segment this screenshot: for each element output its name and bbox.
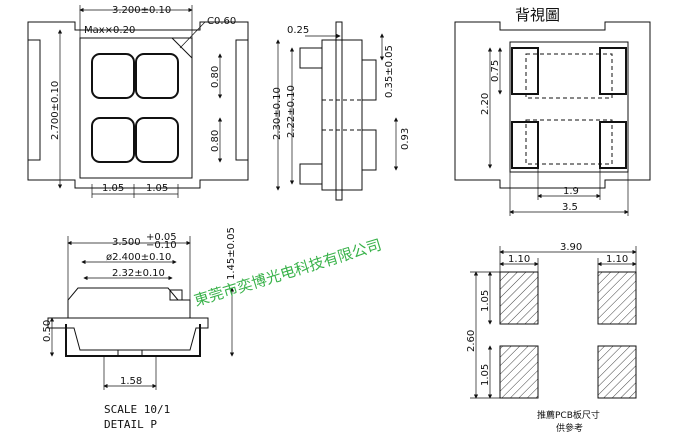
profile-lens-notch xyxy=(169,289,183,301)
side-view-right-upper xyxy=(361,59,377,101)
top-view-pad-height-lower-label: 0.80 xyxy=(210,130,221,152)
top-view-width-label: 3.200±0.10 xyxy=(112,5,171,16)
back-view-inner-width-label: 1.9 xyxy=(563,186,579,197)
profile-bottom-label: 1.58 xyxy=(120,376,142,387)
profile-height-label: 1.45±0.05 xyxy=(226,227,237,280)
side-view-thickness-label: 0.25 xyxy=(287,25,309,36)
back-view-body-outline xyxy=(454,21,651,189)
top-view-pad-width-right-label: 1.05 xyxy=(146,183,168,194)
profile-diameter-label: ø2.400±0.10 xyxy=(106,252,171,263)
pcb-pad-br xyxy=(597,345,637,399)
top-view-lens-frame xyxy=(79,37,193,179)
top-view-chamfer xyxy=(171,37,193,59)
side-view-offset-label: 0.35±0.05 xyxy=(384,45,395,98)
company-watermark: 東莞市奕博光电科技有限公司 xyxy=(192,236,384,310)
top-view-body-outline xyxy=(27,21,249,189)
top-view-right-notch xyxy=(235,39,248,161)
back-view-pad-bl xyxy=(511,121,539,169)
pcb-caption-line2: 供參考 xyxy=(556,422,583,434)
profile-lead-height-label: 0.50 xyxy=(42,320,53,342)
pcb-pad-bl xyxy=(499,345,539,399)
side-view-height-outer-label: 2.30±0.10 xyxy=(272,87,283,140)
pcb-total-width-label: 3.90 xyxy=(560,242,582,253)
top-view-chamfer-leader xyxy=(179,21,206,49)
back-view-hidden-lower xyxy=(525,119,613,165)
back-view-pad-tr xyxy=(599,47,627,95)
profile-detail-label: DETAIL P xyxy=(104,418,157,431)
back-view-pad-br xyxy=(599,121,627,169)
top-view-chip-2 xyxy=(135,53,179,99)
pcb-pad-height-lower-label: 1.05 xyxy=(480,364,491,386)
back-view-height-label: 2.20 xyxy=(480,93,491,115)
side-view-right-lower xyxy=(361,129,377,171)
side-view-top-tab xyxy=(299,47,323,69)
top-view-height-label: 2.700±0.10 xyxy=(50,81,61,140)
top-view: 3.200±0.10 Max×0.20 C0.60 2.700±0.10 0.8… xyxy=(27,5,249,198)
side-view-height-inner-label: 2.22±0.10 xyxy=(286,85,297,138)
side-view-bottom-tab xyxy=(299,163,323,185)
pcb-pad-width-right-label: 1.10 xyxy=(606,254,628,265)
profile-bottom-slot xyxy=(117,349,143,357)
back-view-pad-tl xyxy=(511,47,539,95)
profile-length-label: 3.500 xyxy=(112,237,141,248)
pcb-pad-tl xyxy=(499,271,539,325)
back-view: 背視圖 0.75 2.20 1.9 3.5 xyxy=(454,6,651,216)
back-view-title: 背視圖 xyxy=(515,6,560,24)
pcb-total-height-label: 2.60 xyxy=(466,330,477,352)
pcb-pad-height-upper-label: 1.05 xyxy=(480,290,491,312)
back-view-pad-height-label: 0.75 xyxy=(490,60,501,82)
top-view-chip-4 xyxy=(135,117,179,163)
profile-scale-label: SCALE 10/1 xyxy=(104,403,170,416)
top-view-chip-1 xyxy=(91,53,135,99)
profile-base xyxy=(47,317,209,351)
back-view-outer-width-label: 3.5 xyxy=(562,202,578,213)
top-view-pad-height-upper-label: 0.80 xyxy=(210,66,221,88)
profile-window-label: 2.32±0.10 xyxy=(112,268,165,279)
pcb-pad-width-left-label: 1.10 xyxy=(508,254,530,265)
top-view-left-notch xyxy=(28,39,41,161)
pcb-footprint: 3.90 1.10 1.10 2.60 1.05 1.05 推薦PCB板尺寸 供… xyxy=(466,242,637,434)
top-view-pad-width-left-label: 1.05 xyxy=(102,183,124,194)
side-view-lead xyxy=(335,21,343,201)
back-view-hidden-upper xyxy=(525,53,613,99)
pcb-caption-line1: 推薦PCB板尺寸 xyxy=(537,409,600,421)
pcb-pad-tr xyxy=(597,271,637,325)
profile-length-tol-upper: +0.05 xyxy=(146,232,177,243)
side-view-lead-length-label: 0.93 xyxy=(400,128,411,150)
profile-length-tol-lower: −0.10 xyxy=(146,240,177,251)
top-view-chamfer-label: C0.60 xyxy=(207,16,236,27)
profile-view: 3.500 +0.05 −0.10 ø2.400±0.10 2.32±0.10 … xyxy=(42,227,237,431)
top-view-chip-3 xyxy=(91,117,135,163)
top-view-max-label: Max×0.20 xyxy=(84,25,135,36)
back-view-frame xyxy=(509,41,629,173)
profile-lead-frame xyxy=(65,324,201,357)
side-view: 0.25 0.35±0.05 2.30±0.10 2.22±0.10 0.93 xyxy=(272,21,411,201)
profile-body-top xyxy=(67,287,191,319)
